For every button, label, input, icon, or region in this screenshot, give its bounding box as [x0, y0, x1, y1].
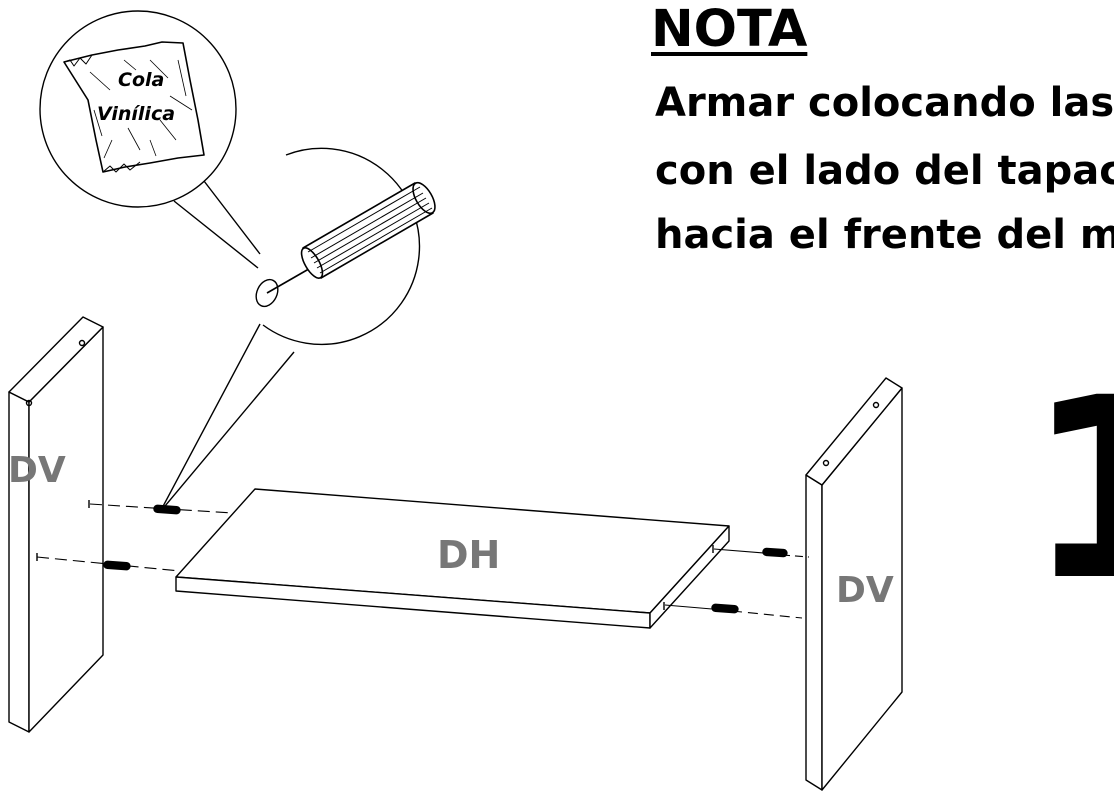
panel-hole: [872, 401, 880, 409]
note-text-line-3: hacia el frente del m: [655, 212, 1114, 258]
glue-bag-callout: Cola Vinílica: [39, 10, 261, 269]
dowel-enlarged: [300, 181, 436, 279]
left-side-panel: DV: [8, 316, 104, 733]
dowel: [711, 603, 739, 614]
dowel: [103, 560, 131, 571]
glue-bag-label-line-1: Cola: [118, 69, 164, 91]
right-panel-label: DV: [836, 570, 894, 611]
note-text-line-1: Armar colocando las: [655, 80, 1114, 126]
callout-pointer: [159, 323, 261, 513]
right-side-panel: DV: [805, 377, 903, 791]
callout-circle: [262, 147, 421, 346]
dowel: [153, 504, 181, 515]
panel-hole: [25, 399, 33, 407]
note-text-line-2: con el lado del tapac: [655, 148, 1114, 194]
glue-bag: Cola Vinílica: [63, 41, 205, 173]
note-title: NOTA: [651, 0, 808, 59]
glue-bag-label-line-2: Vinílica: [97, 103, 175, 125]
step-number: 1: [1026, 344, 1114, 635]
panel-hole: [822, 459, 830, 467]
dowel: [762, 547, 788, 558]
shelf-board: DH: [175, 488, 730, 629]
callout-pointer: [173, 200, 259, 269]
shelf-label: DH: [437, 533, 500, 577]
left-panel-label: DV: [8, 450, 66, 491]
callout-pointer: [159, 351, 295, 513]
callout-pointer: [203, 180, 261, 255]
dowel-guides-left: [36, 503, 233, 572]
dowel-detail-callout: [159, 147, 436, 513]
panel-hole: [78, 339, 86, 347]
